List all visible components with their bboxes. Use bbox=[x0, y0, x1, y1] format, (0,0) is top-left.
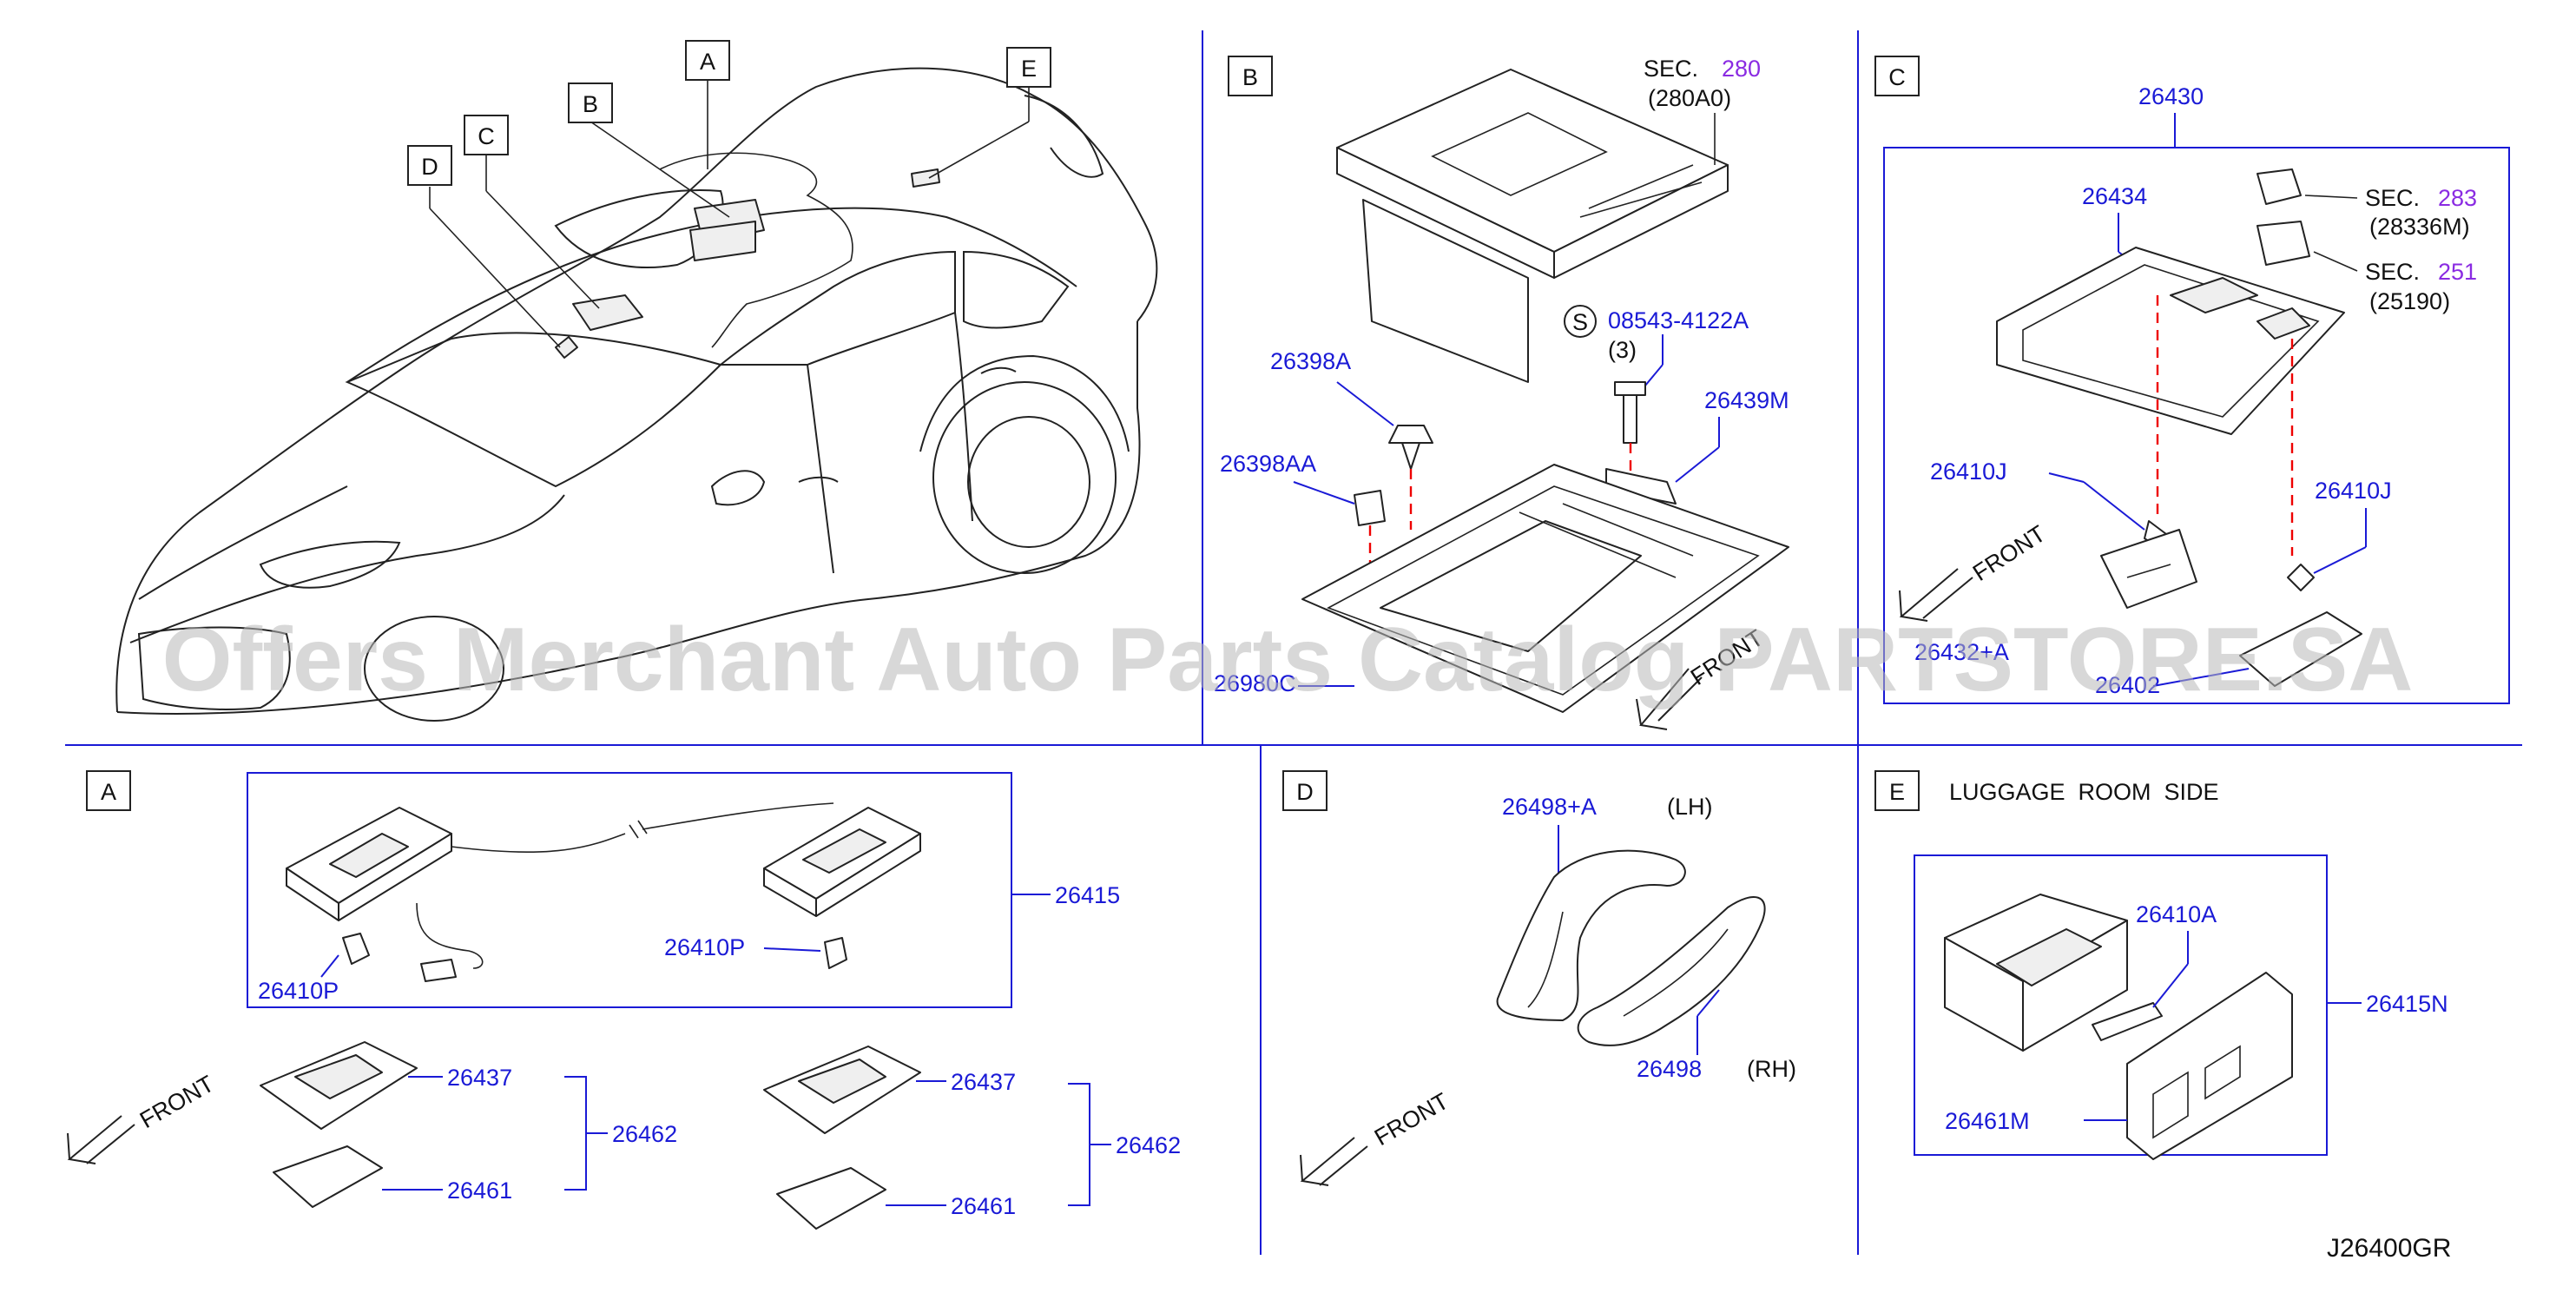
part-26461-right: 26461 bbox=[951, 1193, 1016, 1219]
sec-283-sub: (28336M) bbox=[2369, 214, 2470, 240]
panel-a-label: A bbox=[101, 779, 116, 805]
sec-251-sub: (25190) bbox=[2369, 288, 2450, 314]
part-26410A: 26410A bbox=[2136, 901, 2217, 927]
vehicle-overview-illustration bbox=[115, 67, 1158, 722]
panel-b: B SEC. 280 (280A0) S 08543-4122A (3) 264… bbox=[1214, 56, 1789, 730]
part-26415: 26415 bbox=[1055, 882, 1120, 908]
part-26498: 26498 bbox=[1637, 1056, 1702, 1082]
sec-280-prefix: SEC. bbox=[1644, 56, 1698, 82]
sec-280-number: 280 bbox=[1722, 56, 1761, 82]
part-26410P-right: 26410P bbox=[664, 934, 745, 960]
sec-283-prefix: SEC. bbox=[2365, 185, 2420, 211]
panel-a: A 26415 26410P 26410P 26437 26461 bbox=[67, 770, 1181, 1230]
part-26415N: 26415N bbox=[2366, 991, 2448, 1017]
panel-d-label: D bbox=[1296, 779, 1314, 805]
callout-E: E bbox=[1021, 56, 1037, 82]
part-26498A: 26498+A bbox=[1502, 794, 1597, 820]
front-label-a: FRONT bbox=[135, 1071, 219, 1133]
vehicle-callouts: A B C D E bbox=[407, 40, 1051, 348]
part-26437-right: 26437 bbox=[951, 1069, 1016, 1095]
part-26402: 26402 bbox=[2095, 672, 2160, 698]
sec-280-sub: (280A0) bbox=[1648, 85, 1731, 111]
panel-d: D 26498+A (LH) 26498 (RH) FRONT bbox=[1282, 770, 1796, 1186]
part-26432: 26432+A bbox=[1914, 639, 2009, 665]
part-26398AA: 26398AA bbox=[1220, 451, 1316, 477]
part-26461-left: 26461 bbox=[447, 1178, 512, 1204]
panel-dividers bbox=[65, 30, 2522, 1255]
callout-A: A bbox=[700, 49, 715, 75]
part-26461M: 26461M bbox=[1945, 1108, 2030, 1134]
panel-e: E LUGGAGE ROOM SIDE 26410A 26461M 26415N bbox=[1874, 770, 2448, 1160]
rh-label: (RH) bbox=[1747, 1056, 1796, 1082]
luggage-room-title: LUGGAGE ROOM SIDE bbox=[1949, 779, 2219, 805]
diagram-code: J26400GR bbox=[2327, 1234, 2451, 1263]
part-26462-right: 26462 bbox=[1116, 1132, 1181, 1158]
part-26398A: 26398A bbox=[1270, 348, 1351, 374]
callout-C: C bbox=[478, 123, 495, 149]
panel-c: C 26430 26434 SEC. 283 (28336M) SEC. 251… bbox=[1874, 56, 2510, 704]
part-26980C: 26980C bbox=[1214, 670, 1296, 696]
lh-label: (LH) bbox=[1667, 794, 1713, 820]
part-26410J-right: 26410J bbox=[2315, 478, 2392, 504]
screw-symbol: S bbox=[1572, 309, 1588, 335]
part-26410J-left: 26410J bbox=[1930, 458, 2007, 485]
part-26410P-left: 26410P bbox=[258, 978, 339, 1004]
sec-251-number: 251 bbox=[2438, 259, 2477, 285]
callout-B: B bbox=[583, 91, 598, 117]
sec-283-number: 283 bbox=[2438, 185, 2477, 211]
front-label-d: FRONT bbox=[1370, 1088, 1453, 1151]
panel-b-label: B bbox=[1242, 64, 1258, 90]
screw-quantity: (3) bbox=[1608, 337, 1637, 363]
panel-c-label: C bbox=[1888, 64, 1906, 90]
part-26439M: 26439M bbox=[1704, 387, 1789, 413]
part-26462-left: 26462 bbox=[612, 1121, 677, 1147]
callout-D: D bbox=[421, 154, 438, 180]
front-label-c: FRONT bbox=[1968, 520, 2050, 586]
part-26430: 26430 bbox=[2138, 83, 2204, 109]
panel-e-label: E bbox=[1889, 779, 1905, 805]
watermark: Offers Merchant Auto Parts Catalog PARTS… bbox=[162, 610, 2414, 710]
part-26434: 26434 bbox=[2082, 183, 2147, 209]
part-26437-left: 26437 bbox=[447, 1065, 512, 1091]
sec-251-prefix: SEC. bbox=[2365, 259, 2420, 285]
screw-part-number: 08543-4122A bbox=[1608, 307, 1749, 333]
